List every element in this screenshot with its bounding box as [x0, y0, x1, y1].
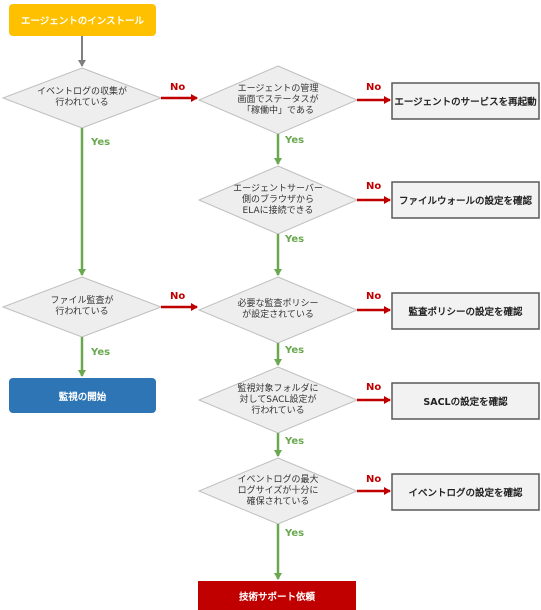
- yes-label-browser-ela: Yes: [285, 234, 305, 245]
- decision-event-collect: [1, 67, 163, 129]
- yes-label-event-collect: Yes: [91, 137, 111, 148]
- decision-browser-ela: [197, 165, 359, 235]
- action-firewall-box: [391, 181, 540, 219]
- yes-label-audit-policy: Yes: [285, 345, 305, 356]
- monitoring-start-node: [9, 378, 156, 413]
- no-label-browser-ela: No: [366, 181, 382, 192]
- decision-event-size: [197, 457, 359, 525]
- no-label-sacl: No: [366, 382, 382, 393]
- no-label-agent-status: No: [366, 82, 382, 93]
- decision-file-audit: [1, 276, 163, 338]
- action-policy-box: [391, 292, 540, 330]
- decision-audit-policy: [197, 276, 359, 344]
- decision-sacl: [197, 366, 359, 434]
- yes-label-file-audit: Yes: [91, 347, 111, 358]
- start-node: [9, 4, 156, 36]
- action-sacl-box: [391, 382, 540, 420]
- decision-agent-status: [197, 65, 359, 135]
- no-label-audit-policy: No: [366, 291, 382, 302]
- no-label-event-size: No: [366, 474, 382, 485]
- no-label-event-collect: No: [170, 82, 186, 93]
- yes-label-sacl: Yes: [285, 436, 305, 447]
- support-node: [198, 581, 356, 610]
- action-restart-box: [391, 82, 540, 120]
- yes-label-agent-status: Yes: [285, 135, 305, 146]
- action-eventlog-box: [391, 473, 540, 511]
- no-label-file-audit: No: [170, 291, 186, 302]
- yes-label-event-size: Yes: [285, 528, 305, 539]
